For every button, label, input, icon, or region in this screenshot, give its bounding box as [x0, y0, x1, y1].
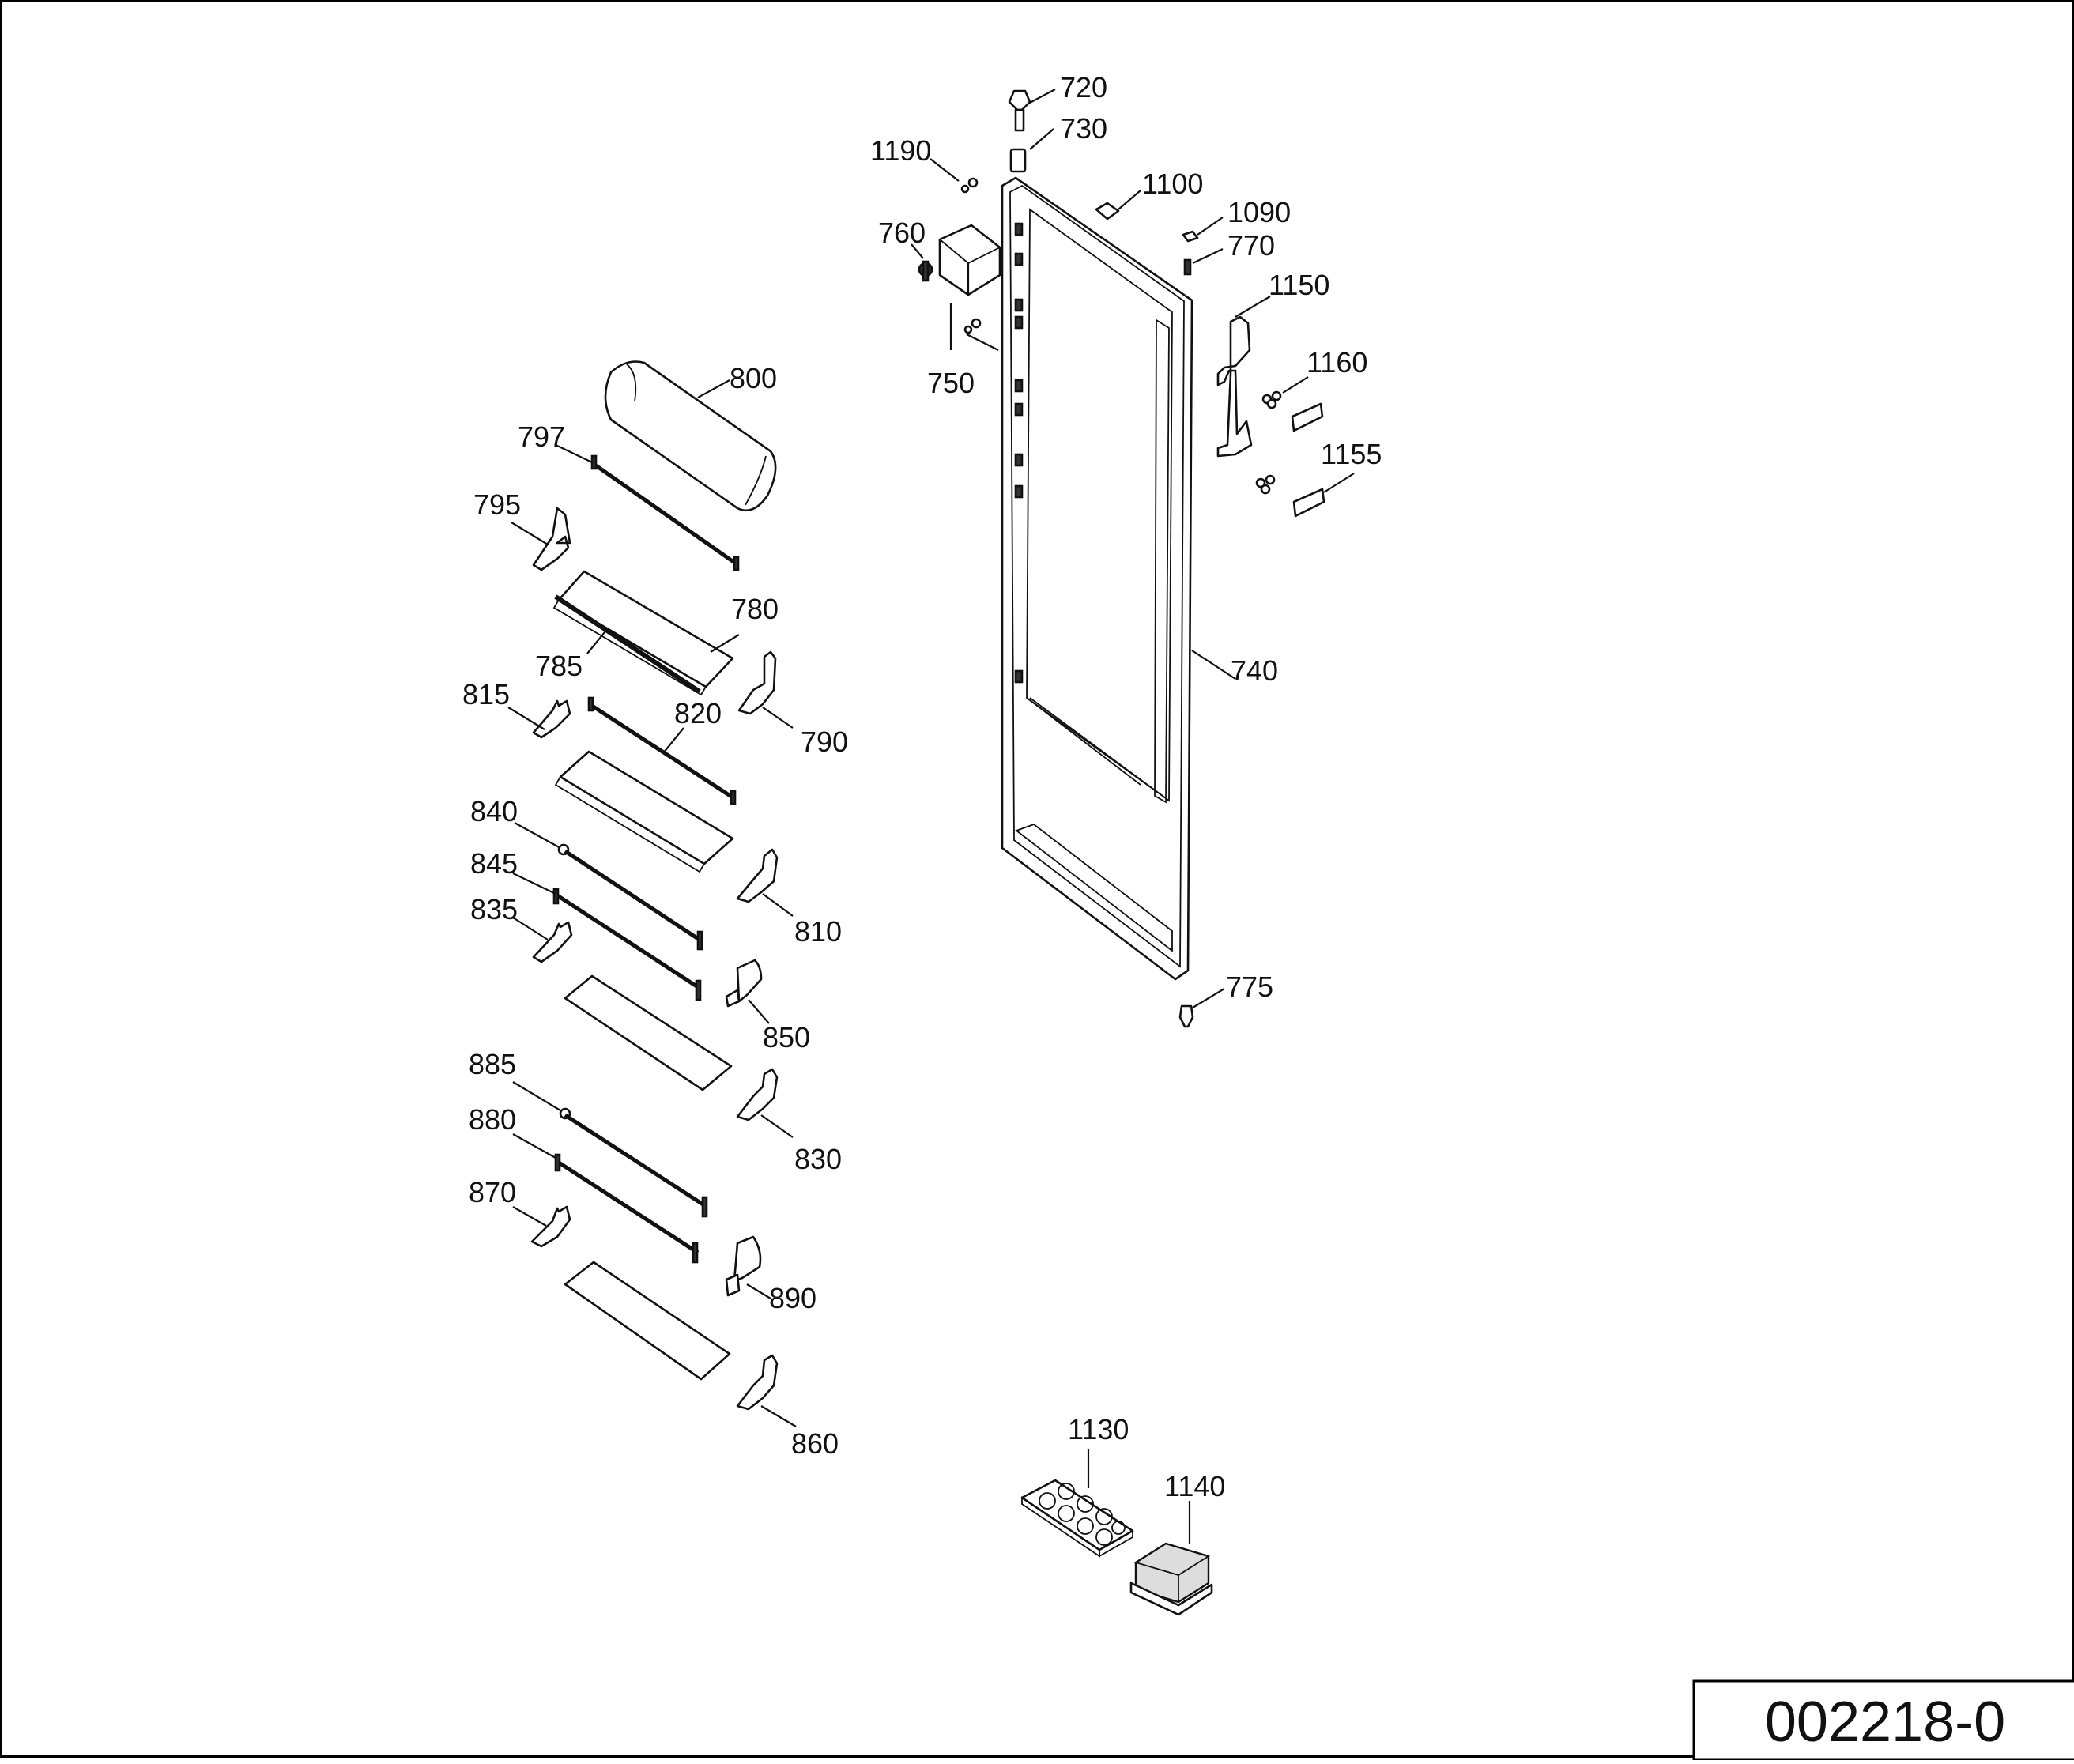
label-1090: 1090 [1227, 196, 1291, 228]
label-800: 800 [730, 362, 777, 394]
label-797: 797 [518, 420, 565, 453]
right-bracket-860 [736, 1354, 797, 1427]
label-1130: 1130 [1068, 1413, 1129, 1446]
label-730: 730 [1060, 112, 1107, 145]
shelf-836 [564, 974, 733, 1091]
shelf-780 [552, 570, 740, 696]
door-frame [1001, 176, 1236, 981]
left-bracket-835 [512, 917, 573, 963]
guard-rail-820 [587, 696, 737, 805]
document-number-box: 002218-0 [1692, 1679, 2074, 1762]
clip-1090 [1182, 217, 1224, 243]
guard-rail-880 [512, 1133, 700, 1264]
part-label-group: 720 730 1190 1100 1090 770 760 1150 750 … [462, 71, 1382, 1502]
label-750: 750 [927, 367, 975, 399]
label-1150: 1150 [1269, 269, 1329, 301]
label-1100: 1100 [1142, 168, 1203, 200]
door-hinge-bracket [1216, 296, 1271, 458]
shelf-hook-850 [725, 959, 770, 1024]
label-1155: 1155 [1321, 438, 1382, 470]
shelf-872 [564, 1261, 731, 1381]
guard-rail-845 [512, 873, 702, 1001]
shelf-822 [554, 750, 734, 873]
label-830: 830 [794, 1143, 842, 1175]
butter-box [1129, 1501, 1213, 1616]
dairy-compartment-lid [604, 360, 777, 512]
guard-rail-797 [555, 444, 740, 571]
cover-plate-1155 [1292, 473, 1355, 518]
egg-tray [1020, 1449, 1134, 1558]
left-bracket-870 [512, 1205, 571, 1248]
left-bracket-815 [507, 699, 571, 739]
label-760: 760 [878, 217, 926, 249]
label-1140: 1140 [1164, 1470, 1225, 1502]
label-795: 795 [473, 488, 521, 521]
top-hinge-block [938, 224, 1001, 350]
label-785: 785 [535, 650, 583, 682]
label-1190: 1190 [870, 134, 931, 167]
guard-rail-840 [514, 822, 703, 951]
cover-plate-1160 [1291, 402, 1324, 432]
label-870: 870 [469, 1176, 516, 1208]
label-740: 740 [1231, 654, 1278, 687]
right-bracket-830 [736, 1068, 794, 1138]
shelf-hook-890 [725, 1235, 771, 1299]
guard-rail-885 [512, 1081, 708, 1218]
right-bracket-790 [737, 650, 794, 729]
small-washer [930, 158, 979, 194]
label-820: 820 [674, 697, 722, 729]
right-bracket-810 [736, 848, 794, 917]
label-840: 840 [470, 795, 518, 827]
label-835: 835 [470, 893, 518, 925]
shelf-785-rail [554, 594, 701, 694]
label-880: 880 [469, 1103, 516, 1136]
screw-1155 [1255, 474, 1276, 495]
label-790: 790 [801, 726, 848, 758]
small-washer-lower [963, 318, 999, 351]
label-850: 850 [763, 1021, 810, 1054]
hinge-pin [1008, 89, 1056, 132]
top-cap [1095, 190, 1141, 220]
label-890: 890 [769, 1282, 816, 1314]
label-810: 810 [794, 915, 842, 948]
document-number: 002218-0 [1765, 1690, 2005, 1754]
left-bracket-795 [511, 507, 571, 571]
label-885: 885 [469, 1048, 516, 1080]
label-860: 860 [791, 1427, 839, 1460]
label-815: 815 [462, 678, 510, 710]
label-720: 720 [1060, 71, 1107, 104]
label-770: 770 [1227, 229, 1275, 262]
hinge-bushing [1009, 128, 1054, 173]
label-845: 845 [470, 847, 518, 880]
label-1160: 1160 [1307, 346, 1367, 379]
hinge-screw [911, 243, 933, 282]
pin-770 [1183, 248, 1224, 276]
screw-1160 [1261, 376, 1309, 409]
label-780: 780 [731, 593, 779, 625]
label-775: 775 [1226, 971, 1273, 1003]
door-stop-pin [1178, 988, 1225, 1028]
